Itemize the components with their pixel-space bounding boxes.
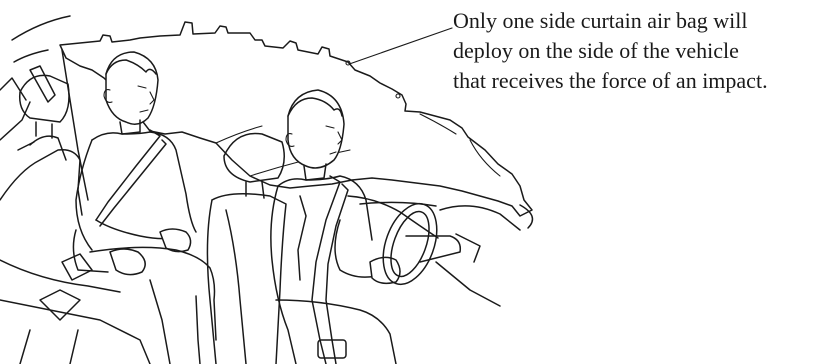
caption-line-3: that receives the force of an impact. — [453, 66, 838, 96]
steering-wheel-icon — [360, 196, 520, 306]
caption-line-1: Only one side curtain air bag will — [453, 6, 838, 36]
air-bag-caption: Only one side curtain air bag will deplo… — [453, 6, 838, 96]
caption-line-2: deploy on the side of the vehicle — [453, 36, 838, 66]
